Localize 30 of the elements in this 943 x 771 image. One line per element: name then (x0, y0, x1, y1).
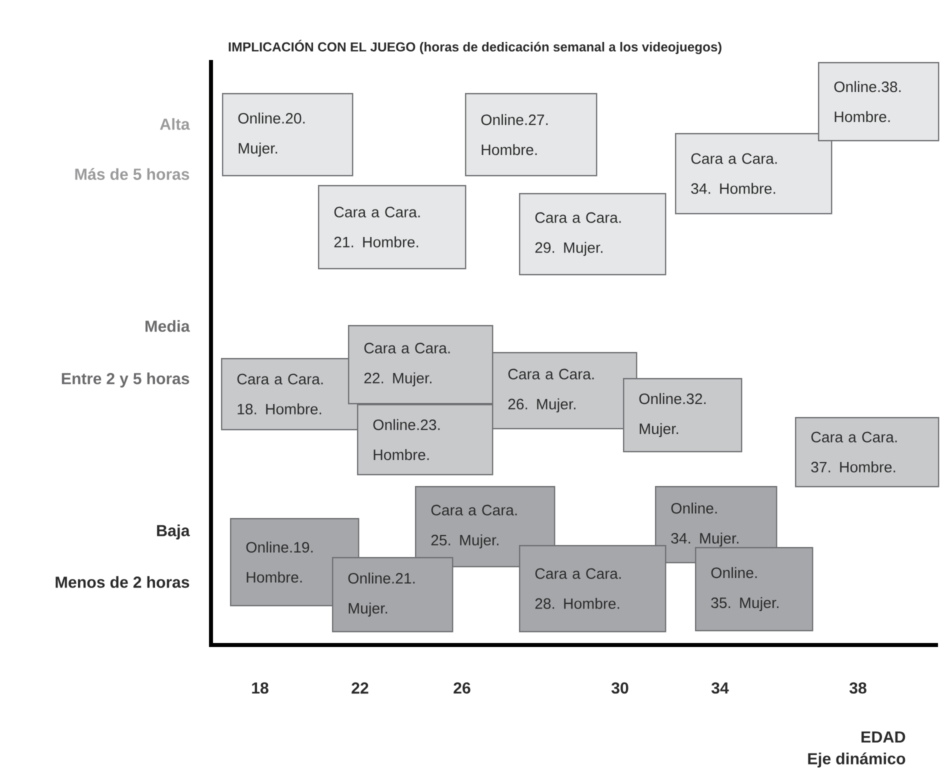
axis-label: Media (146, 320, 190, 332)
label-box: Cara a Cara. 28. Hombre. (519, 545, 666, 632)
label-box: Online.32. Mujer. (623, 378, 742, 452)
label-box: Online.38. Hombre. (818, 62, 940, 142)
axis-title: EDAD (862, 732, 906, 742)
axis-label: 22 (352, 682, 368, 694)
label-box: Online.23. Hombre. (357, 404, 494, 476)
label-box: Online. 35. Mujer. (695, 547, 814, 632)
label-box: Online.27. Hombre. (465, 93, 598, 176)
label-box: Cara a Cara. 21. Hombre. (318, 185, 466, 270)
axis-label: Alta (160, 118, 190, 130)
label-box: Online.21. Mujer. (332, 557, 454, 632)
axis-title: Eje dinámico (808, 752, 906, 768)
label-box: Cara a Cara. 26. Mujer. (492, 352, 638, 430)
label-box: Cara a Cara. 34. Hombre. (675, 133, 832, 214)
label-box: Cara a Cara. 29. Mujer. (519, 193, 666, 276)
label-box: Online.20. Mujer. (222, 93, 354, 176)
axis-label: 30 (611, 682, 628, 694)
axis-label: Más de 5 horas (75, 168, 190, 180)
axis-label: Baja (157, 524, 190, 540)
label-box: Cara a Cara. 37. Hombre. (795, 417, 940, 488)
axis-label: 34 (711, 682, 729, 694)
axis-label: 18 (252, 682, 268, 694)
chart-title: IMPLICACIÓN CON EL JUEGO (horas de dedicación semanal a los videojuegos) (228, 40, 722, 54)
label-box: Cara a Cara. 22. Mujer. (348, 325, 494, 404)
axis-label: 38 (849, 682, 866, 694)
axis-label: Entre 2 y 5 horas (62, 372, 190, 388)
axis-label: 26 (454, 682, 470, 694)
label-box: Cara a Cara. 25. Mujer. (415, 486, 556, 568)
axis-label: Menos de 2 horas (56, 576, 190, 588)
